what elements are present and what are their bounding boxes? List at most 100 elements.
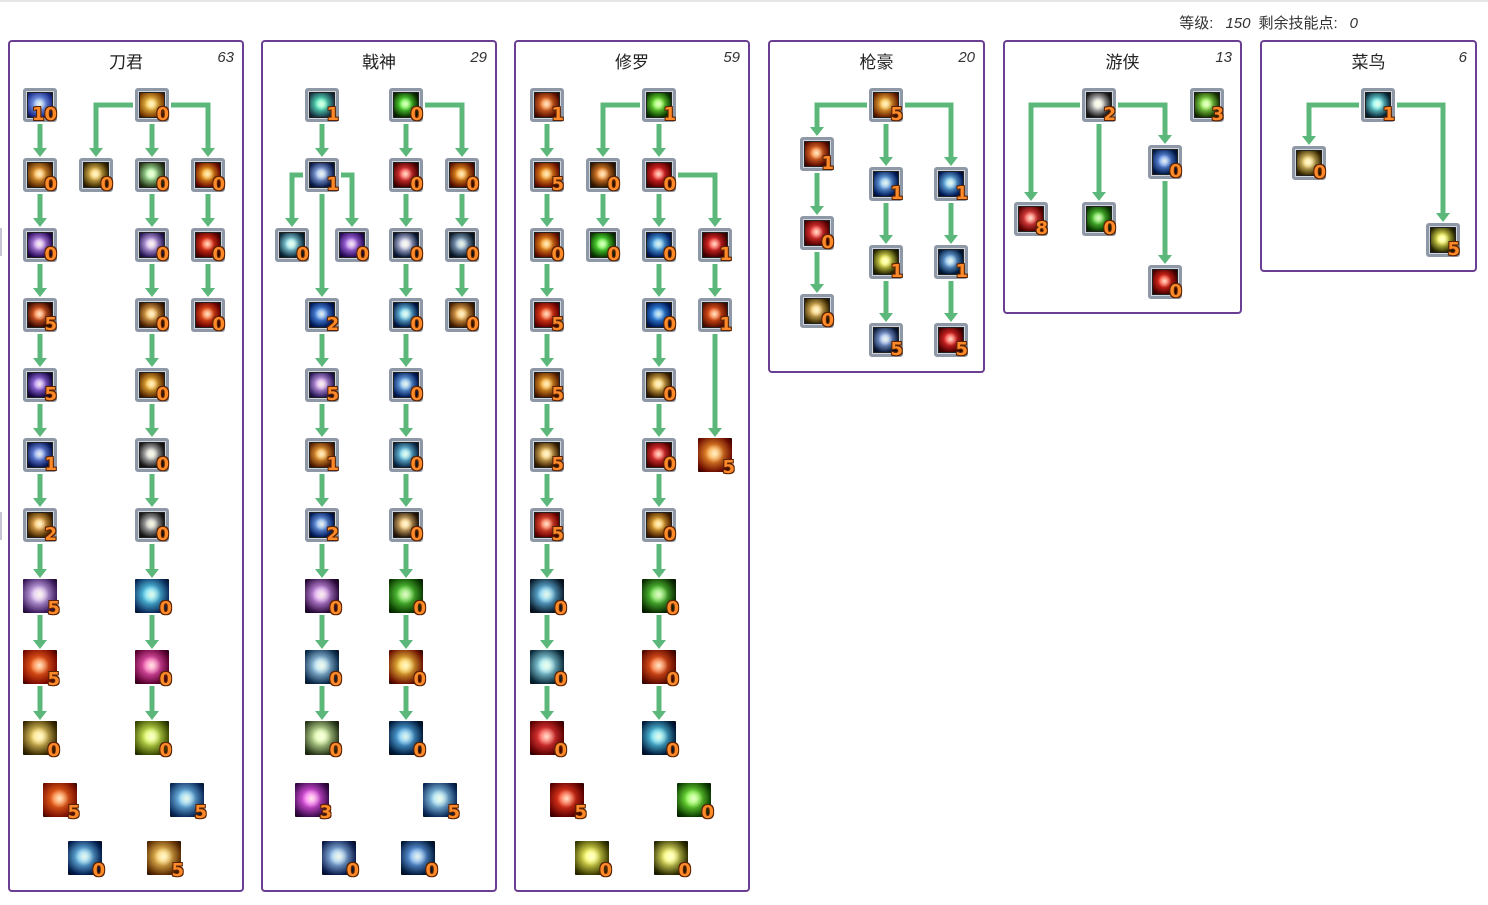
- skill-slot[interactable]: 2: [305, 298, 339, 334]
- skill-slot[interactable]: 5: [43, 783, 80, 822]
- skill-slot[interactable]: 1: [869, 167, 903, 203]
- skill-slot[interactable]: 1: [305, 158, 339, 194]
- skill-slot[interactable]: 0: [642, 721, 679, 760]
- skill-slot[interactable]: 0: [389, 508, 423, 544]
- skill-slot[interactable]: 1: [869, 245, 903, 281]
- skill-slot[interactable]: 5: [869, 323, 903, 359]
- skill-slot[interactable]: 5: [170, 783, 207, 822]
- skill-slot[interactable]: 0: [135, 579, 172, 618]
- skill-slot[interactable]: 0: [389, 438, 423, 474]
- skill-slot[interactable]: 0: [389, 368, 423, 404]
- skill-slot[interactable]: 0: [642, 650, 679, 689]
- skill-slot[interactable]: 0: [135, 368, 169, 404]
- skill-slot[interactable]: 0: [191, 298, 225, 334]
- skill-slot[interactable]: 0: [642, 579, 679, 618]
- skill-slot[interactable]: 1: [23, 438, 57, 474]
- skill-slot[interactable]: 0: [800, 294, 834, 330]
- skill-slot[interactable]: 0: [305, 650, 342, 689]
- skill-slot[interactable]: 5: [869, 88, 903, 124]
- skill-slot[interactable]: 1: [934, 245, 968, 281]
- skill-slot[interactable]: 5: [530, 508, 564, 544]
- skill-slot[interactable]: 0: [389, 579, 426, 618]
- skill-slot[interactable]: 5: [23, 298, 57, 334]
- skill-slot[interactable]: 2: [305, 508, 339, 544]
- skill-slot[interactable]: 0: [335, 228, 369, 264]
- skill-slot[interactable]: 0: [530, 650, 567, 689]
- skill-slot[interactable]: 0: [1148, 145, 1182, 181]
- skill-slot[interactable]: 0: [530, 721, 567, 760]
- skill-slot[interactable]: 1: [642, 88, 676, 124]
- skill-slot[interactable]: 0: [642, 228, 676, 264]
- skill-slot[interactable]: 5: [530, 438, 564, 474]
- skill-slot[interactable]: 0: [135, 438, 169, 474]
- skill-slot[interactable]: 0: [642, 158, 676, 194]
- skill-slot[interactable]: 0: [445, 158, 479, 194]
- skill-slot[interactable]: 1: [530, 88, 564, 124]
- skill-slot[interactable]: 5: [423, 783, 460, 822]
- skill-slot[interactable]: 0: [191, 228, 225, 264]
- skill-slot[interactable]: 0: [1148, 265, 1182, 301]
- skill-slot[interactable]: 0: [135, 228, 169, 264]
- skill-slot[interactable]: 0: [79, 158, 113, 194]
- skill-slot[interactable]: 0: [135, 721, 172, 760]
- skill-slot[interactable]: 0: [389, 228, 423, 264]
- skill-slot[interactable]: 0: [135, 298, 169, 334]
- skill-slot[interactable]: 5: [23, 368, 57, 404]
- skill-slot[interactable]: 5: [305, 368, 339, 404]
- skill-slot[interactable]: 0: [23, 158, 57, 194]
- skill-slot[interactable]: 0: [677, 783, 714, 822]
- skill-slot[interactable]: 0: [135, 508, 169, 544]
- skill-slot[interactable]: 0: [401, 841, 438, 880]
- skill-slot[interactable]: 1: [800, 137, 834, 173]
- skill-slot[interactable]: 0: [654, 841, 691, 880]
- skill-slot[interactable]: 0: [530, 228, 564, 264]
- skill-slot[interactable]: 0: [642, 508, 676, 544]
- skill-slot[interactable]: 1: [934, 167, 968, 203]
- skill-slot[interactable]: 5: [23, 579, 60, 618]
- skill-slot[interactable]: 3: [1190, 88, 1224, 124]
- skill-slot[interactable]: 0: [275, 228, 309, 264]
- skill-slot[interactable]: 2: [23, 508, 57, 544]
- skill-slot[interactable]: 0: [642, 298, 676, 334]
- skill-slot[interactable]: 0: [135, 88, 169, 124]
- skill-slot[interactable]: 0: [575, 841, 612, 880]
- skill-slot[interactable]: 5: [698, 438, 735, 477]
- skill-slot[interactable]: 5: [530, 368, 564, 404]
- skill-slot[interactable]: 0: [135, 650, 172, 689]
- skill-slot[interactable]: 2: [1082, 88, 1116, 124]
- skill-slot[interactable]: 5: [147, 841, 184, 880]
- skill-slot[interactable]: 0: [642, 368, 676, 404]
- skill-slot[interactable]: 10: [23, 88, 57, 124]
- skill-slot[interactable]: 0: [389, 158, 423, 194]
- skill-slot[interactable]: 0: [445, 298, 479, 334]
- skill-slot[interactable]: 0: [322, 841, 359, 880]
- skill-slot[interactable]: 0: [389, 88, 423, 124]
- skill-slot[interactable]: 0: [191, 158, 225, 194]
- skill-slot[interactable]: 0: [586, 158, 620, 194]
- skill-slot[interactable]: 0: [135, 158, 169, 194]
- skill-slot[interactable]: 0: [642, 438, 676, 474]
- skill-slot[interactable]: 1: [698, 228, 732, 264]
- skill-slot[interactable]: 5: [550, 783, 587, 822]
- skill-slot[interactable]: 0: [23, 228, 57, 264]
- skill-slot[interactable]: 0: [305, 721, 342, 760]
- skill-slot[interactable]: 1: [1361, 88, 1395, 124]
- skill-slot[interactable]: 0: [389, 721, 426, 760]
- skill-slot[interactable]: 1: [305, 438, 339, 474]
- skill-slot[interactable]: 0: [305, 579, 342, 618]
- skill-slot[interactable]: 1: [305, 88, 339, 124]
- skill-slot[interactable]: 0: [800, 216, 834, 252]
- skill-slot[interactable]: 1: [698, 298, 732, 334]
- skill-slot[interactable]: 5: [934, 323, 968, 359]
- skill-slot[interactable]: 3: [295, 783, 332, 822]
- skill-slot[interactable]: 0: [1082, 202, 1116, 238]
- skill-slot[interactable]: 5: [530, 158, 564, 194]
- skill-slot[interactable]: 0: [389, 650, 426, 689]
- skill-slot[interactable]: 8: [1014, 202, 1048, 238]
- skill-slot[interactable]: 0: [586, 228, 620, 264]
- skill-slot[interactable]: 0: [1292, 146, 1326, 182]
- skill-slot[interactable]: 5: [530, 298, 564, 334]
- skill-slot[interactable]: 0: [68, 841, 105, 880]
- skill-slot[interactable]: 5: [23, 650, 60, 689]
- skill-slot[interactable]: 0: [445, 228, 479, 264]
